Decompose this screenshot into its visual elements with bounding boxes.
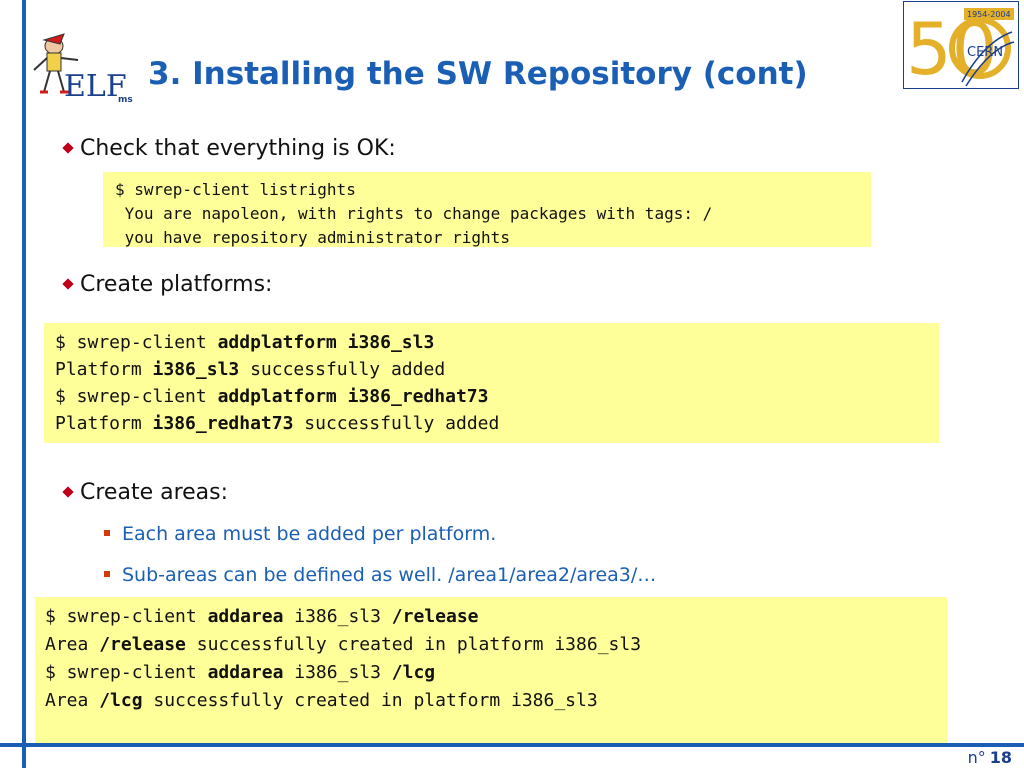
sub-bullet-text: Each area must be added per platform.: [122, 523, 497, 545]
square-bullet-icon: [104, 571, 110, 577]
bullet-text: Create areas:: [80, 480, 229, 505]
code-block-listrights: $ swrep-client listrights You are napole…: [103, 172, 871, 247]
elf-text: ELF: [64, 69, 127, 104]
code-line: Area /lcg successfully created in platfo…: [45, 687, 937, 715]
code-block-addplatform: $ swrep-client addplatform i386_sl3 Plat…: [44, 323, 939, 443]
bullet-create-platforms: Create platforms:: [62, 272, 272, 297]
diamond-bullet-icon: [62, 141, 74, 154]
elfms-logo: ELF ms: [30, 30, 140, 108]
code-line: you have repository administrator rights: [115, 228, 510, 247]
code-text: successfully created in platform i386_sl…: [185, 634, 642, 655]
code-text: Platform: [55, 413, 153, 434]
square-bullet-icon: [104, 530, 110, 536]
code-bold: addplatform i386_sl3: [217, 332, 435, 353]
code-line: Platform i386_redhat73 successfully adde…: [55, 410, 928, 437]
code-bold: /lcg: [99, 690, 143, 711]
code-text: Area: [45, 634, 100, 655]
bullet-check-ok: Check that everything is OK:: [62, 136, 396, 161]
code-text: successfully created in platform i386_sl…: [142, 690, 598, 711]
code-line: $ swrep-client listrights: [115, 180, 356, 199]
sub-bullet-sub-areas: Sub-areas can be defined as well. /area1…: [104, 564, 656, 586]
code-bold: addarea: [207, 606, 284, 627]
code-block-addarea: $ swrep-client addarea i386_sl3 /release…: [35, 597, 947, 743]
code-bold: i386_redhat73: [152, 413, 294, 434]
code-text: $ swrep-client: [45, 606, 208, 627]
code-text: Platform: [55, 359, 153, 380]
diamond-bullet-icon: [62, 277, 74, 290]
code-line: $ swrep-client addarea i386_sl3 /release: [45, 603, 937, 631]
code-text: $ swrep-client: [45, 662, 208, 683]
code-text: successfully added: [293, 413, 500, 434]
code-line: Platform i386_sl3 successfully added: [55, 356, 928, 383]
cern-name-text: CERN: [967, 45, 1003, 60]
cern-50-logo: 50 1954-2004 CERN: [903, 1, 1019, 91]
code-bold: addarea: [207, 662, 284, 683]
bullet-create-areas: Create areas:: [62, 480, 228, 505]
code-line: $ swrep-client addplatform i386_sl3: [55, 329, 928, 356]
bullet-text: Check that everything is OK:: [80, 136, 396, 161]
code-text: successfully added: [239, 359, 446, 380]
code-bold: /lcg: [391, 662, 436, 683]
bottom-accent-bar: [0, 743, 1024, 747]
left-accent-bar: [22, 0, 26, 768]
page-number-value: 18: [989, 748, 1012, 767]
code-bold: i386_sl3: [152, 359, 240, 380]
code-line: Area /release successfully created in pl…: [45, 631, 937, 659]
code-bold: /release: [391, 606, 479, 627]
diamond-bullet-icon: [62, 485, 74, 498]
code-text: $ swrep-client: [55, 332, 218, 353]
code-text: Area: [45, 690, 100, 711]
code-bold: /release: [99, 634, 186, 655]
elf-mascot-icon: ELF ms: [33, 33, 133, 105]
page-label: n°: [967, 748, 986, 767]
code-text: $ swrep-client: [55, 386, 218, 407]
sub-bullet-text: Sub-areas can be defined as well. /area1…: [122, 564, 657, 586]
sub-bullet-per-platform: Each area must be added per platform.: [104, 523, 496, 545]
cern-years-text: 1954-2004: [967, 10, 1011, 19]
code-line: $ swrep-client addplatform i386_redhat73: [55, 383, 928, 410]
code-line: $ swrep-client addarea i386_sl3 /lcg: [45, 659, 937, 687]
slide-title: 3. Installing the SW Repository (cont): [148, 56, 808, 92]
cern-50-icon: 50 1954-2004 CERN: [906, 7, 1015, 91]
bullet-text: Create platforms:: [80, 272, 273, 297]
elf-ms-text: ms: [118, 95, 133, 105]
page-number: n°18: [968, 748, 1012, 767]
code-text: i386_sl3: [283, 606, 392, 627]
code-text: i386_sl3: [283, 662, 392, 683]
code-line: You are napoleon, with rights to change …: [115, 204, 713, 223]
code-bold: addplatform i386_redhat73: [217, 386, 489, 407]
